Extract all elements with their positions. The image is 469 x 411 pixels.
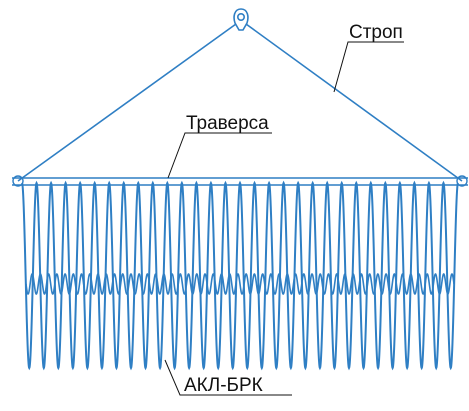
beam-right-end-ring — [456, 175, 468, 187]
unit-label: АКЛ-БРК — [184, 375, 263, 396]
leaders — [164, 41, 404, 396]
sling — [17, 8, 463, 182]
traverse-label: Траверса — [186, 113, 269, 134]
lifting-hook-icon — [233, 8, 249, 31]
unit-leader-line — [164, 359, 292, 396]
sling-right-rope — [245, 23, 463, 182]
coil-mid-wave — [25, 273, 455, 295]
sling-leader-line — [333, 41, 404, 93]
beam-left-end-ring — [12, 175, 24, 187]
sling-label: Строп — [349, 22, 403, 43]
traverse-leader-line — [167, 132, 272, 179]
wave-coil — [21, 180, 459, 371]
coil-main-wave — [21, 180, 459, 371]
sling-left-rope — [17, 23, 237, 182]
